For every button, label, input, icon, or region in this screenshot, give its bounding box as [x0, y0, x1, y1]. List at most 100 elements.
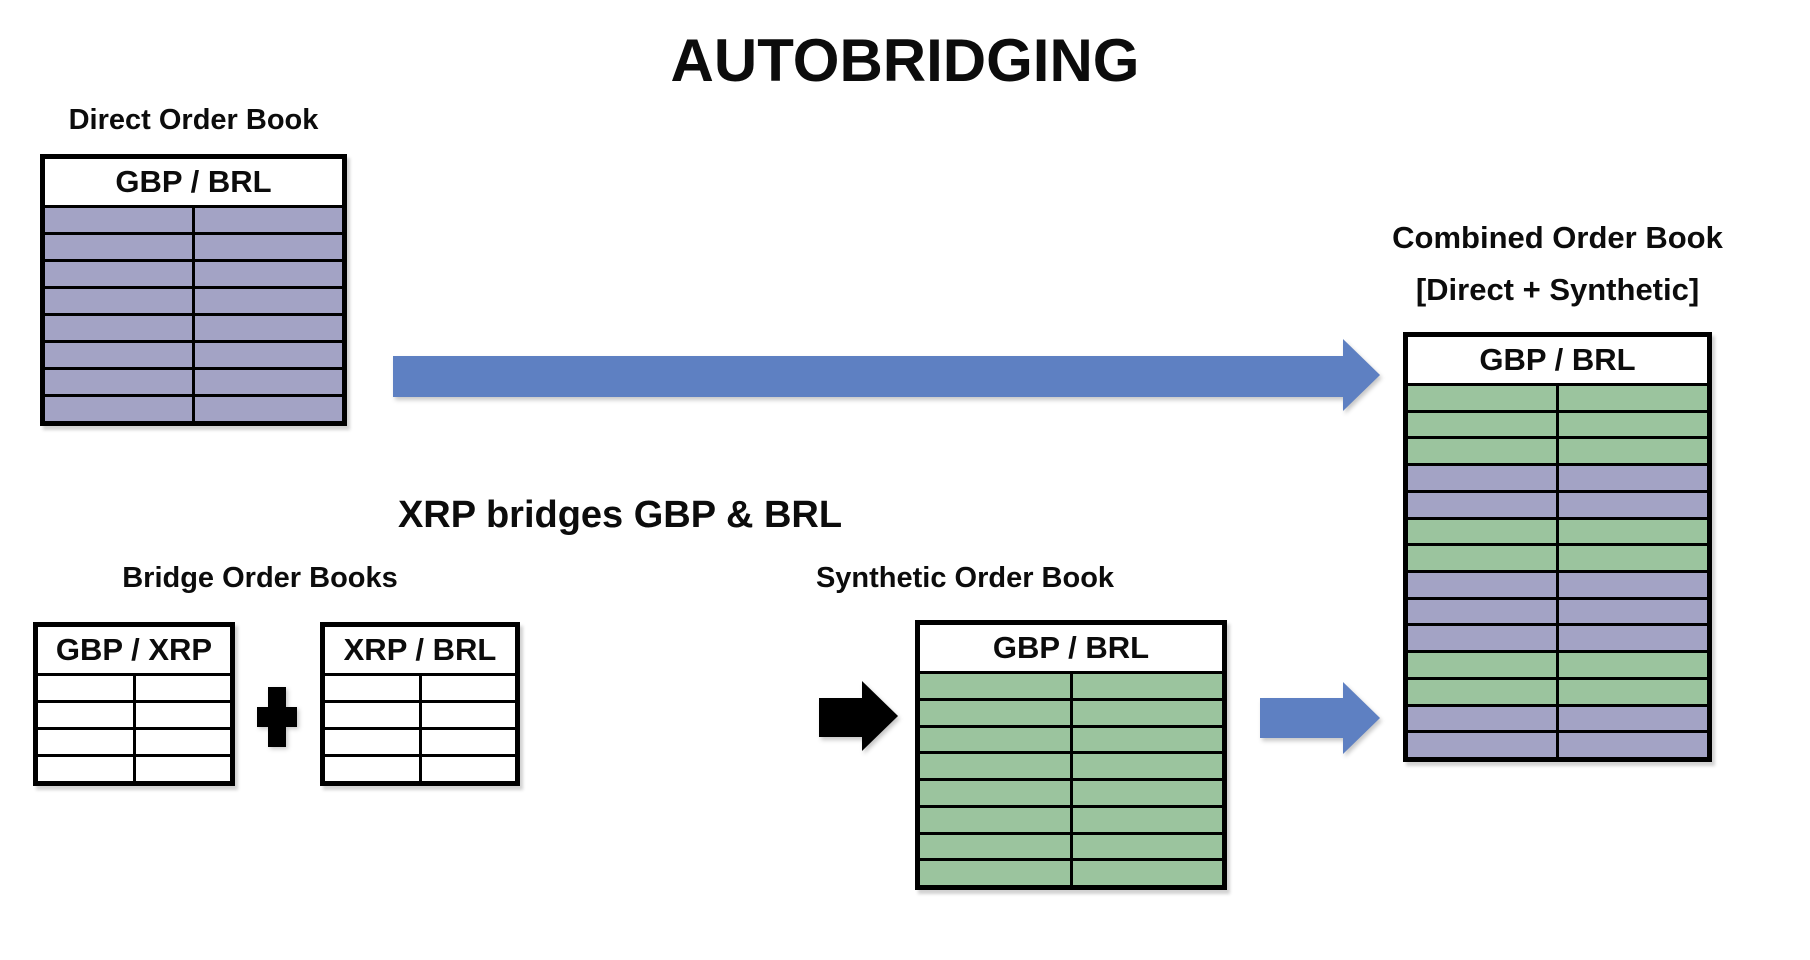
order-cell	[1408, 519, 1556, 544]
order-cell	[1559, 412, 1707, 437]
order-cell	[45, 208, 192, 232]
order-cell	[1408, 492, 1556, 517]
table-header: GBP / BRL	[920, 625, 1222, 671]
order-cell	[325, 676, 419, 700]
arrow-head-icon	[1343, 339, 1380, 411]
order-row-purple	[1408, 706, 1707, 731]
combined-order-book-sublabel: [Direct + Synthetic]	[1415, 272, 1700, 307]
order-cell	[1408, 679, 1556, 704]
order-row-purple	[45, 289, 342, 313]
xrp-brl-order-book-table: XRP / BRL	[320, 622, 520, 786]
bridge-to-synthetic-arrow	[819, 681, 898, 751]
direct-order-book-table: GBP / BRL	[40, 154, 347, 426]
order-row-purple	[45, 316, 342, 340]
order-row-purple	[1408, 573, 1707, 597]
arrow-shaft	[393, 356, 1345, 397]
order-row-green	[920, 727, 1222, 752]
order-cell	[45, 316, 192, 340]
bridge-order-books-label: Bridge Order Books	[122, 562, 398, 594]
order-cell	[135, 676, 230, 700]
order-row-green	[920, 674, 1222, 698]
order-cell	[1072, 754, 1222, 778]
order-cell	[325, 757, 419, 781]
order-cell	[1559, 679, 1707, 704]
order-cell	[1408, 706, 1556, 731]
table-header: GBP / BRL	[45, 159, 342, 205]
order-cell	[195, 397, 342, 421]
order-cell	[1559, 439, 1707, 464]
order-cell	[421, 703, 515, 727]
synthetic-to-combined-arrow	[1260, 682, 1380, 754]
order-row-green	[920, 861, 1222, 885]
order-cell	[421, 730, 515, 754]
order-row-green	[1408, 546, 1707, 571]
order-row-white	[325, 676, 515, 700]
order-cell	[1559, 386, 1707, 410]
order-cell	[38, 676, 133, 700]
order-row-purple	[45, 262, 342, 286]
order-cell	[1408, 412, 1556, 437]
order-row-green	[1408, 519, 1707, 544]
order-cell	[38, 730, 133, 754]
order-cell	[1559, 519, 1707, 544]
order-cell	[195, 235, 342, 259]
page-title: AUTOBRIDGING	[670, 27, 1140, 94]
order-row-green	[1408, 653, 1707, 677]
order-row-white	[325, 757, 515, 781]
arrow-shaft	[819, 698, 864, 737]
arrow-head-icon	[1343, 682, 1380, 754]
table-header: GBP / BRL	[1408, 337, 1707, 383]
order-cell	[1408, 626, 1556, 651]
order-row-green	[920, 754, 1222, 778]
order-cell	[325, 730, 419, 754]
order-cell	[195, 343, 342, 367]
order-cell	[1408, 386, 1556, 410]
order-cell	[1072, 781, 1222, 805]
order-cell	[1408, 733, 1556, 758]
order-cell	[45, 397, 192, 421]
order-cell	[1559, 733, 1707, 758]
order-row-white	[325, 730, 515, 754]
order-cell	[1072, 674, 1222, 698]
order-cell	[325, 703, 419, 727]
order-cell	[195, 370, 342, 394]
order-row-purple	[1408, 733, 1707, 758]
order-cell	[38, 703, 133, 727]
order-row-green	[920, 700, 1222, 725]
arrow-head-icon	[862, 681, 898, 751]
order-cell	[1072, 834, 1222, 859]
order-cell	[1559, 546, 1707, 571]
order-cell	[920, 834, 1070, 859]
order-cell	[1559, 626, 1707, 651]
order-row-white	[38, 730, 230, 754]
order-cell	[135, 730, 230, 754]
direct-to-combined-arrow	[393, 339, 1380, 411]
order-cell	[38, 757, 133, 781]
order-row-purple	[45, 370, 342, 394]
order-row-purple	[1408, 626, 1707, 651]
order-row-purple	[45, 208, 342, 232]
order-cell	[1408, 653, 1556, 677]
synthetic-order-book-table: GBP / BRL	[915, 620, 1227, 890]
order-cell	[1072, 727, 1222, 752]
order-row-purple	[1408, 466, 1707, 490]
order-row-purple	[45, 235, 342, 259]
order-row-white	[38, 676, 230, 700]
order-cell	[920, 754, 1070, 778]
table-header: XRP / BRL	[325, 627, 515, 673]
order-row-green	[920, 807, 1222, 832]
order-cell	[135, 703, 230, 727]
order-row-purple	[45, 397, 342, 421]
order-cell	[1408, 439, 1556, 464]
bridge-caption: XRP bridges GBP & BRL	[397, 494, 843, 536]
order-cell	[45, 262, 192, 286]
plus-icon	[257, 687, 297, 747]
order-cell	[920, 807, 1070, 832]
order-cell	[920, 674, 1070, 698]
order-cell	[920, 861, 1070, 885]
order-cell	[421, 676, 515, 700]
order-cell	[1559, 599, 1707, 624]
order-cell	[1408, 599, 1556, 624]
order-cell	[195, 316, 342, 340]
